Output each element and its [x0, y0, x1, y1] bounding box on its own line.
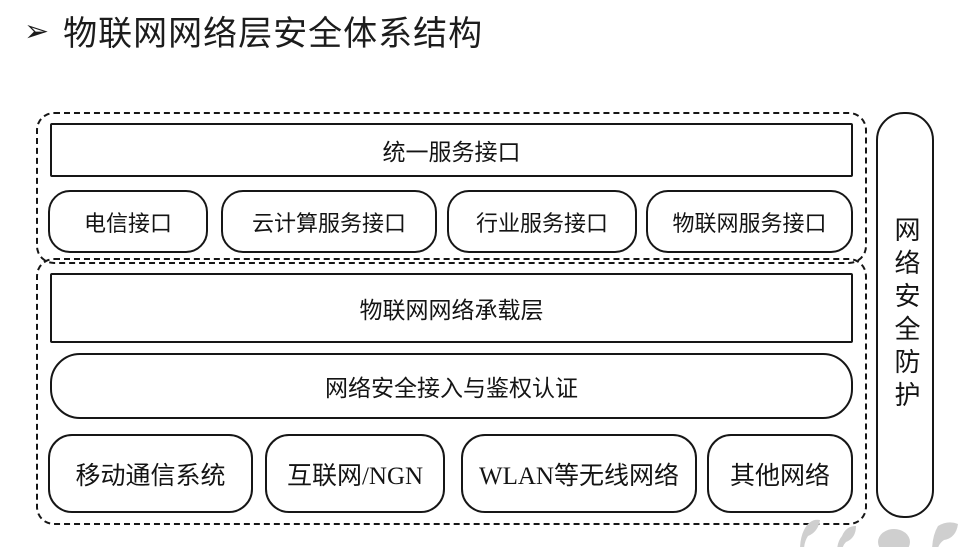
page-title-text: 物联网网络层安全体系结构 — [63, 15, 484, 53]
network-security-protection-label: 网络安全防护 — [891, 216, 920, 414]
interface-box-telecom: 电信接口 — [48, 190, 208, 253]
network-box-wlan-wireless: WLAN等无线网络 — [461, 434, 697, 513]
page-title: ➢ 物联网网络层安全体系结构 — [24, 6, 483, 55]
arrow-bullet-icon: ➢ — [24, 14, 50, 48]
security-access-authentication-box: 网络安全接入与鉴权认证 — [50, 353, 853, 419]
network-box-internet-ngn: 互联网/NGN — [265, 434, 445, 513]
network-box-mobile-communication: 移动通信系统 — [48, 434, 253, 513]
service-interface-group-outline — [36, 112, 867, 264]
network-box-other: 其他网络 — [707, 434, 853, 513]
unified-service-interface-box: 统一服务接口 — [50, 123, 853, 177]
interface-box-industry: 行业服务接口 — [447, 190, 637, 253]
interface-box-iot-service: 物联网服务接口 — [646, 190, 853, 253]
network-security-protection-box: 网络安全防护 — [876, 112, 934, 518]
bearer-layer-group-outline — [36, 258, 867, 525]
interface-box-cloud-computing: 云计算服务接口 — [221, 190, 437, 253]
iot-network-bearer-layer-box: 物联网网络承载层 — [50, 273, 853, 343]
